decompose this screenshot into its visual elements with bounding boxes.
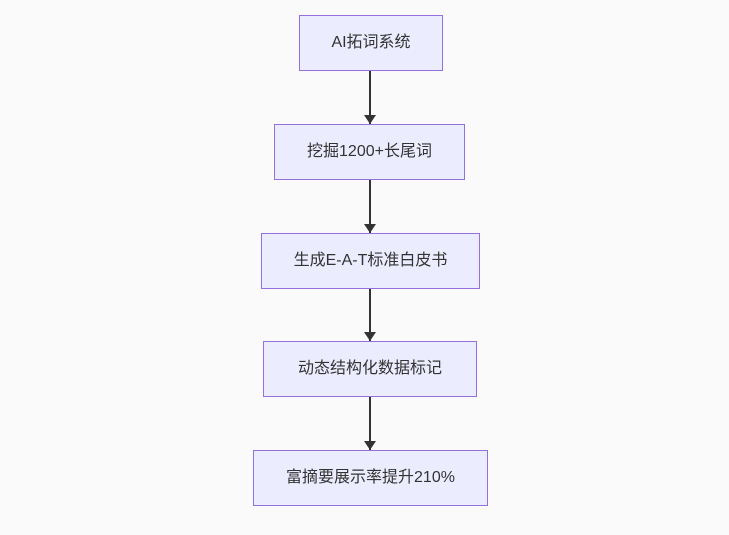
flow-arrow-3 [364, 289, 376, 341]
flow-arrow-1 [364, 71, 376, 124]
flow-arrow-2 [364, 180, 376, 233]
flow-arrow-4 [364, 397, 376, 450]
arrowhead-down-icon [364, 224, 376, 233]
flow-node-structured-data-markup: 动态结构化数据标记 [263, 341, 477, 397]
flow-node-rich-snippet-rate: 富摘要展示率提升210% [253, 450, 488, 506]
arrowhead-down-icon [364, 441, 376, 450]
flow-node-ai-keyword-system: AI拓词系统 [299, 15, 443, 71]
flow-node-longtail-mining: 挖掘1200+长尾词 [274, 124, 465, 180]
arrowhead-down-icon [364, 115, 376, 124]
arrowhead-down-icon [364, 332, 376, 341]
flow-node-eat-whitepaper: 生成E-A-T标准白皮书 [261, 233, 480, 289]
